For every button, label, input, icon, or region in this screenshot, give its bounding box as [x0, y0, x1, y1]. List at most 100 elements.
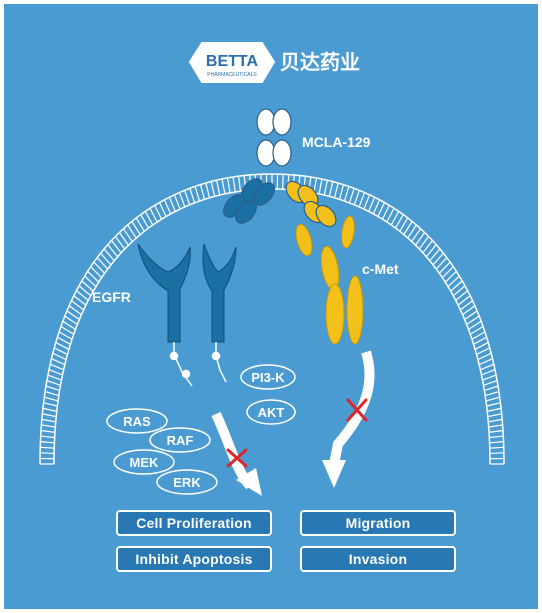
antibody-egfr-arm — [235, 200, 257, 224]
membrane-hatch-line — [488, 418, 503, 423]
membrane-hatch-line — [55, 341, 70, 350]
membrane-hatch-line — [485, 391, 500, 397]
membrane-hatch-line — [403, 221, 413, 235]
membrane-hatch-line — [425, 244, 437, 258]
membrane-hatch-line — [462, 305, 476, 316]
membrane-hatch-line — [432, 252, 444, 266]
membrane-hatch-line — [481, 369, 496, 376]
membrane-hatch-line — [194, 186, 201, 202]
cmet-domain — [295, 223, 313, 257]
membrane-hatch-line — [486, 402, 501, 407]
membrane-hatch-line — [485, 396, 500, 402]
membrane-hatch-line — [377, 202, 386, 217]
node-pi3k — [240, 364, 296, 390]
membrane-hatch-line — [353, 190, 360, 205]
node-erk-label: ERK — [173, 475, 201, 490]
membrane-hatch-line — [328, 181, 334, 197]
membrane-hatch-line — [468, 320, 482, 330]
membrane-hatch-line — [103, 248, 115, 262]
membrane-hatch-line — [90, 266, 103, 279]
egfr-receptor — [137, 243, 237, 343]
membrane-hatch-line — [210, 181, 216, 197]
membrane-hatch-line — [415, 232, 426, 246]
membrane-hatch-line — [323, 180, 328, 196]
membrane-hatch-line — [96, 257, 109, 270]
membrane-hatch-line — [178, 192, 186, 208]
node-mek-label: MEK — [130, 455, 160, 470]
membrane-hatch-line — [411, 228, 422, 242]
antibody-cmet-arm — [315, 204, 337, 228]
egfr-intracellular-tails — [169, 342, 227, 387]
membrane-hatch-line — [49, 363, 64, 371]
betta-logo: BETTA PHARMACEUTICALS 贝达药业 — [188, 42, 360, 83]
membrane-hatch-line — [87, 270, 100, 283]
antibody-fc-domain — [256, 108, 276, 136]
membrane-hatch-line — [477, 352, 492, 361]
cmet-signal-arrow — [322, 350, 375, 488]
membrane-hatch-line — [460, 300, 473, 311]
membrane-hatch-line — [438, 261, 451, 274]
membrane-hatch-line — [189, 188, 196, 204]
membrane-hatch-line — [41, 424, 56, 428]
membrane-hatch-line — [111, 240, 122, 254]
membrane-hatch-line — [429, 248, 441, 262]
membrane-hatch-line — [476, 347, 491, 355]
membrane-hatch-line — [318, 178, 323, 194]
logo-hexagon — [188, 42, 276, 83]
membrane-hatch-line — [75, 290, 89, 301]
membrane-hatch-line — [46, 380, 61, 386]
membrane-hatch-line — [158, 202, 167, 217]
egfr-label: EGFR — [92, 289, 131, 305]
membrane-hatch-line — [390, 211, 400, 226]
membrane-hatch-line — [457, 295, 471, 306]
membrane-hatch-line — [480, 363, 495, 371]
egfr-monomer-right — [202, 243, 237, 343]
cmet-domain — [325, 283, 345, 345]
antibody-fc-domain — [272, 139, 292, 167]
membrane-hatch-line — [122, 228, 133, 242]
membrane-hatch-line — [81, 280, 94, 292]
membrane-hatch-line — [199, 184, 206, 200]
membrane-hatch-line — [48, 369, 63, 376]
cmet-label: c-Met — [362, 261, 399, 277]
membrane-hatch-line — [407, 224, 417, 239]
membrane-hatch-line — [471, 331, 486, 340]
membrane-hatch-line — [40, 441, 55, 444]
pathway-diagram: BETTA PHARMACEUTICALS 贝达药业 MCLA-129 — [39, 42, 505, 496]
cmet-domain — [320, 245, 340, 291]
node-erk — [156, 469, 218, 495]
membrane-hatch-line — [358, 192, 366, 208]
membrane-hatch-line — [455, 290, 469, 301]
logo-brand-text: BETTA — [206, 53, 259, 70]
membrane-hatch-line — [488, 429, 504, 433]
membrane-hatch-line — [52, 352, 67, 361]
membrane-hatch-line — [68, 305, 82, 316]
membrane-hatch-line — [232, 176, 236, 193]
membrane-hatch-line — [58, 331, 73, 340]
membrane-hatch-line — [144, 211, 154, 226]
membrane-hatch-line — [226, 177, 231, 193]
node-akt — [246, 399, 296, 425]
membrane-hatch-line — [84, 275, 97, 288]
membrane-hatch-line — [131, 221, 141, 235]
node-ras — [106, 408, 168, 434]
membrane-hatch-line — [338, 184, 345, 200]
membrane-hatch-line — [466, 315, 480, 325]
membrane-hatch-line — [66, 310, 80, 321]
membrane-hatch-line — [114, 236, 126, 250]
membrane-hatch-line — [53, 347, 68, 355]
outcome-migration: Migration — [300, 510, 456, 536]
membrane-hatch-line — [422, 240, 433, 254]
membrane-hatch-line — [47, 374, 62, 381]
membrane-hatch-line — [281, 174, 284, 190]
membrane-hatch-line — [435, 257, 448, 270]
membrane-hatch-line — [40, 446, 55, 449]
membrane-hatch-line — [418, 236, 430, 250]
antibody-fc-domain — [256, 139, 276, 167]
membrane-hatch-line — [487, 407, 502, 412]
membrane-hatch-line — [168, 196, 176, 212]
membrane-hatch-line — [452, 285, 466, 297]
antibody-label: MCLA-129 — [302, 134, 371, 150]
node-akt-label: AKT — [258, 405, 285, 420]
membrane-hatch-line — [149, 207, 158, 223]
